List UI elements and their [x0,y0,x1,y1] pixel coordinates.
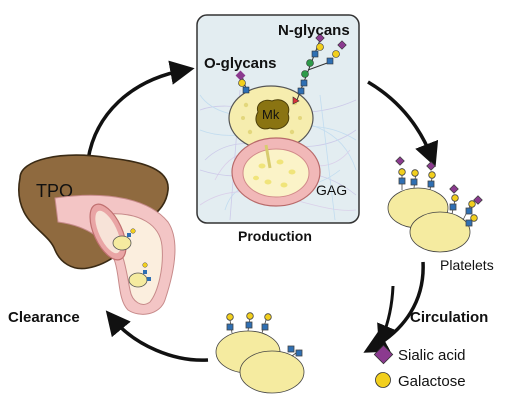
sialic-acid-swatch [373,344,394,365]
gag-label: GAG [316,182,347,198]
arrow-secondary-circulation [377,285,397,346]
arrow-circulation-to-clearance [105,310,209,362]
legend-label-galactose: Galactose [398,373,466,390]
legend-item-sialic-acid: Sialic acid [373,344,466,365]
galactose-swatch [375,372,391,388]
platelets-sialylated [387,156,483,253]
arrow-clearance-to-production [86,60,195,161]
clearance-label: Clearance [8,309,80,326]
arrow-production-to-platelets [367,80,439,168]
tpo-label: TPO [36,181,73,201]
legend-label-sialic-acid: Sialic acid [398,347,466,364]
circulation-label: Circulation [410,309,488,326]
n-glycans-label: N-glycans [278,22,350,39]
platelets-label: Platelets [440,257,494,273]
production-box: N-glycans O-glycans Mk GAG [196,14,360,224]
platelets-desialylated [215,312,305,394]
mk-label: Mk [262,107,280,122]
o-glycan-chain [235,70,250,94]
arrow-platelets-to-circulation [363,261,425,353]
legend: Sialic acid Galactose [373,344,466,390]
blood-vessel [54,194,176,315]
vessel-cross-section [231,137,321,207]
o-glycans-label: O-glycans [204,55,277,72]
production-label: Production [238,228,312,244]
legend-item-galactose: Galactose [375,372,466,390]
n-glycan-chain [292,33,347,105]
